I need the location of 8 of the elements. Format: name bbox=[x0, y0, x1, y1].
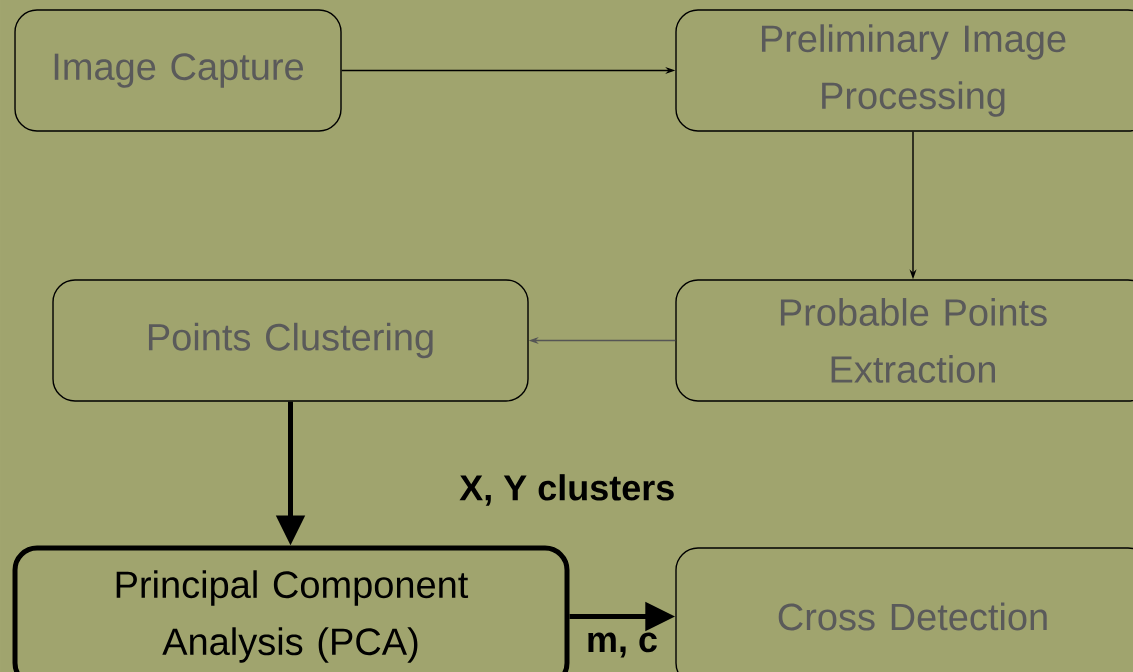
process-box: Image Capture bbox=[14, 9, 342, 132]
process-box: Principal Component Analysis (PCA) bbox=[12, 545, 570, 672]
process-box: Points Clustering bbox=[52, 279, 529, 402]
process-box: Cross Detection bbox=[675, 547, 1133, 672]
process-box: Probable Points Extraction bbox=[675, 279, 1133, 402]
process-box: Preliminary Image Processing bbox=[675, 9, 1133, 132]
edge-label: m, c bbox=[588, 632, 657, 658]
edge-label: X, Y clusters bbox=[459, 474, 674, 506]
